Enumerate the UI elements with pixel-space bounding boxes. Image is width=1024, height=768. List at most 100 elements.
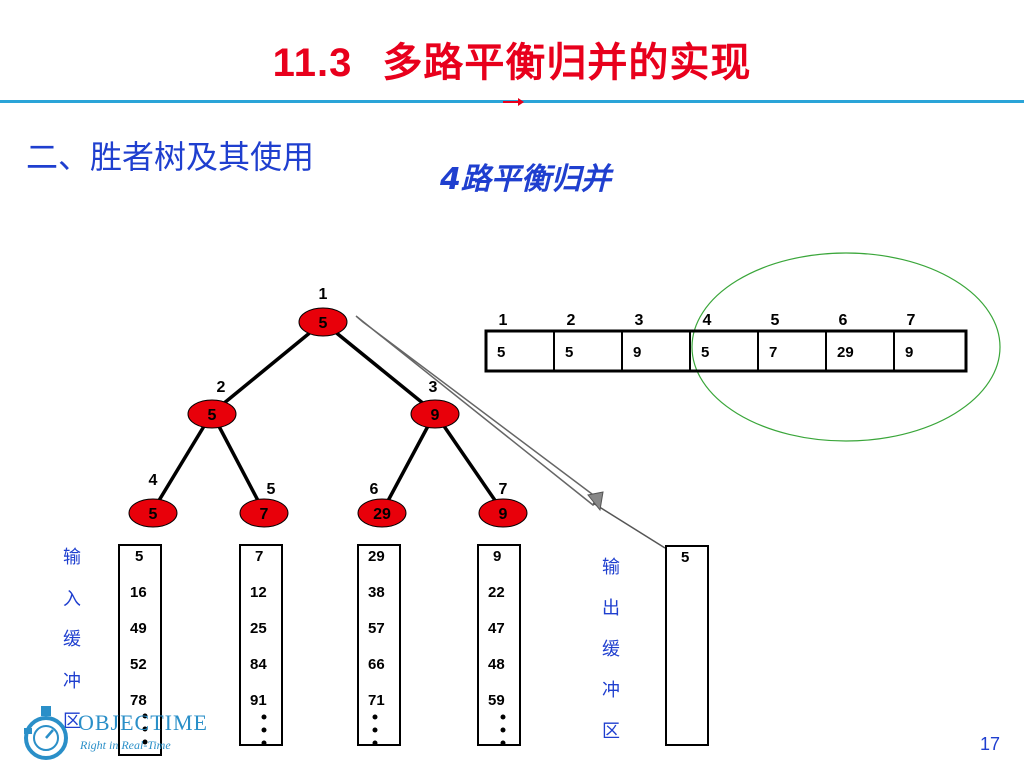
- node-value: 9: [431, 407, 440, 424]
- array-index: 7: [907, 312, 916, 329]
- array-cell: 5: [701, 344, 709, 361]
- label-char: 出: [602, 598, 620, 619]
- buffer-value: 71: [368, 692, 385, 709]
- buffer-value: 7: [255, 548, 263, 565]
- slide-title: 11.3 多路平衡归并的实现: [0, 30, 1024, 88]
- buffer-value: 84: [250, 656, 267, 673]
- edge-1-2: [210, 320, 325, 415]
- array-cell: 9: [905, 344, 913, 361]
- node-index: 6: [370, 481, 379, 498]
- label-char: 区: [602, 721, 620, 742]
- node-index: 3: [429, 379, 438, 396]
- output-buffer-label: 输 出 缓 冲 区: [602, 557, 620, 742]
- node-index: 7: [499, 481, 508, 498]
- ellipsis-dots-icon: [500, 714, 506, 746]
- input-buffer-3: 29 38 57 66 71: [357, 544, 401, 746]
- input-buffer-1: 5 16 49 52 78: [118, 544, 162, 756]
- node-index: 4: [149, 472, 158, 489]
- buffer-value: 29: [368, 548, 385, 565]
- objectime-logo: OBJECTIME Right in Real-Time: [20, 700, 207, 762]
- stopwatch-icon: [24, 706, 68, 760]
- buffer-value: 57: [368, 620, 385, 637]
- array-indices: 1 2 3 4 5 6 7: [499, 312, 916, 329]
- buffer-value: 49: [130, 620, 147, 637]
- node-value: 9: [499, 506, 508, 523]
- array-cell: 29: [837, 344, 854, 361]
- node-value: 5: [319, 315, 328, 332]
- array-index: 5: [771, 312, 780, 329]
- edge-2-4: [150, 412, 214, 513]
- section-subtitle: 二、胜者树及其使用: [26, 138, 315, 176]
- array-cell: 7: [769, 344, 777, 361]
- array-cell: 5: [565, 344, 573, 361]
- buffer-value: 47: [488, 620, 505, 637]
- tree-node-7: 9 7: [478, 481, 528, 528]
- buffer-value: 25: [250, 620, 267, 637]
- array-index: 6: [839, 312, 848, 329]
- input-buffer-2: 7 12 25 84 91: [239, 544, 283, 746]
- buffer-value: 38: [368, 584, 385, 601]
- ellipsis-dots-icon: [261, 714, 267, 746]
- node-value: 29: [373, 506, 391, 523]
- diagram-caption: 4路平衡归并: [440, 162, 611, 197]
- label-char: 冲: [602, 680, 620, 701]
- tree-edges: [150, 320, 505, 513]
- buffer-value: 16: [130, 584, 147, 601]
- output-buffer: 5: [665, 545, 709, 746]
- highlight-ellipse: [691, 252, 1001, 442]
- label-char: 冲: [63, 671, 81, 692]
- array-index: 4: [703, 312, 712, 329]
- array-cell: 9: [633, 344, 641, 361]
- ellipsis-dots-icon: [142, 713, 148, 745]
- array-index: 3: [635, 312, 644, 329]
- tree-node-3: 9 3: [410, 379, 460, 429]
- title-text: 多路平衡归并的实现: [382, 40, 752, 86]
- tree-array: 1 2 3 4 5 6 7 5 5 9 5 7 29 9: [484, 312, 968, 373]
- buffer-value: 78: [130, 692, 147, 709]
- ellipsis-dots-icon: [372, 714, 378, 746]
- node-value: 5: [208, 407, 217, 424]
- logo-tagline: Right in Real-Time: [80, 738, 171, 752]
- input-buffer-label: 输 入 缓 冲 区: [63, 547, 81, 732]
- buffer-value: 22: [488, 584, 505, 601]
- node-value: 7: [260, 506, 269, 523]
- edge-2-5: [210, 412, 266, 513]
- node-value: 5: [149, 506, 158, 523]
- buffer-value: 5: [135, 548, 143, 565]
- tree-node-1: 5 1: [298, 286, 348, 337]
- label-char: 输: [602, 557, 620, 578]
- node-index: 5: [267, 481, 276, 498]
- tree-node-6: 29 6: [357, 481, 407, 528]
- tree-node-4: 5 4: [128, 472, 178, 528]
- buffer-value: 5: [681, 549, 689, 566]
- input-buffer-4: 9 22 47 48 59: [477, 544, 521, 746]
- page-number: 17: [979, 734, 1000, 754]
- buffer-value: 9: [493, 548, 501, 565]
- edge-3-7: [433, 412, 505, 513]
- array-cell: 5: [497, 344, 505, 361]
- array-index: 1: [499, 312, 508, 329]
- edge-3-6: [380, 412, 437, 513]
- tree-node-2: 5 2: [187, 379, 237, 429]
- node-index: 1: [319, 286, 328, 303]
- buffer-value: 12: [250, 584, 267, 601]
- node-index: 2: [217, 379, 226, 396]
- tree-nodes: 5 1 5 2 9 3 5 4 7 5 29 6 9: [128, 286, 528, 528]
- small-arrow-icon: [503, 98, 524, 106]
- tree-node-5: 7 5: [239, 481, 289, 528]
- section-number: 11.3: [272, 41, 353, 85]
- output-arrow: [355, 315, 666, 549]
- buffer-value: 91: [250, 692, 267, 709]
- edge-1-3: [321, 320, 437, 415]
- buffer-value: 52: [130, 656, 147, 673]
- buffer-value: 59: [488, 692, 505, 709]
- label-char: 入: [63, 589, 81, 610]
- array-values: 5 5 9 5 7 29 9: [497, 344, 913, 361]
- buffer-value: 48: [488, 656, 505, 673]
- label-char: 缓: [63, 629, 81, 650]
- label-char: 区: [63, 711, 81, 732]
- buffer-value: 66: [368, 656, 385, 673]
- label-char: 输: [63, 547, 81, 568]
- array-index: 2: [567, 312, 576, 329]
